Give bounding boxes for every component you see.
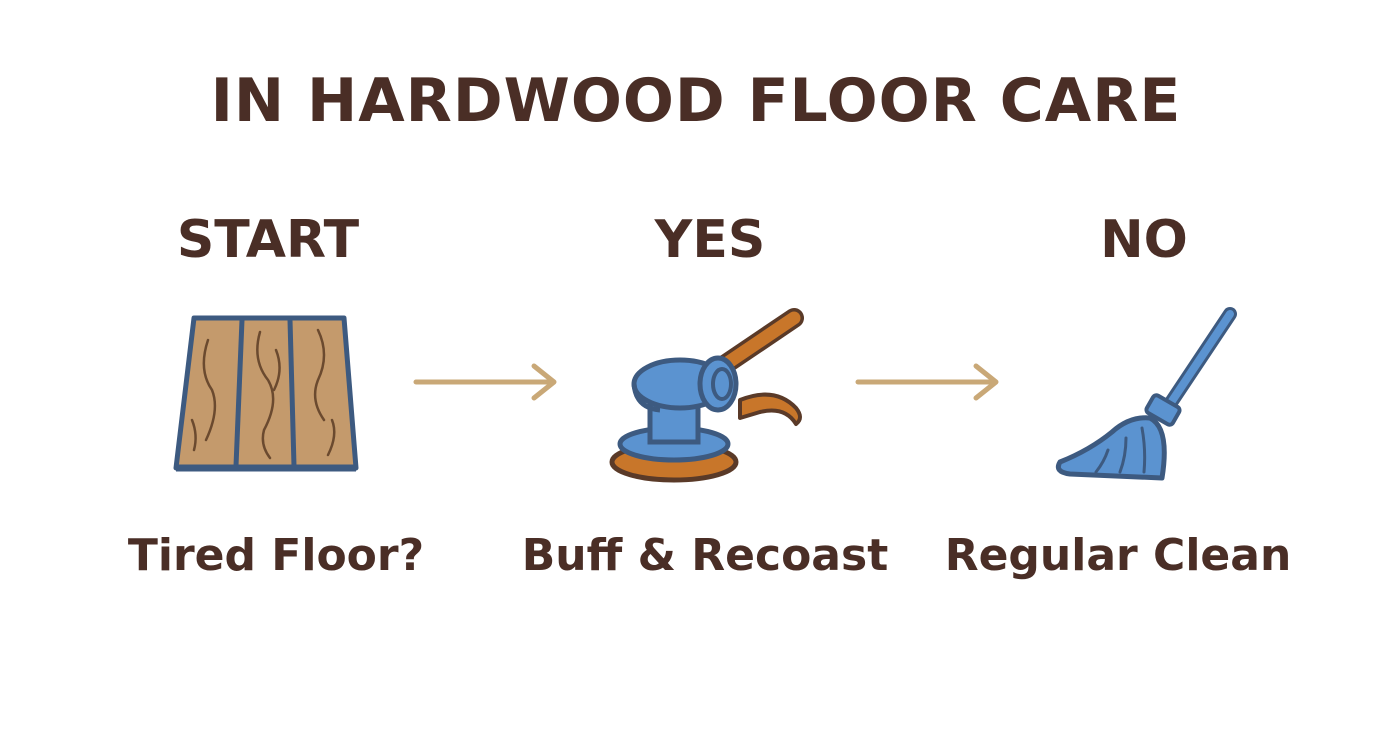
floor-buffer-icon [609,308,804,483]
mop-icon [1055,307,1237,481]
diagram-title: IN HARDWOOD FLOOR CARE [210,66,1182,136]
arrow-icon [855,363,999,401]
step-caption-buff-recoast: Buff & Recoast [521,530,889,581]
arrow-icon [413,363,557,401]
step-caption-regular-clean: Regular Clean [944,530,1292,581]
wood-floor-icon [173,315,359,472]
step-heading-yes: YES [654,210,766,270]
step-caption-tired-floor: Tired Floor? [127,530,425,581]
step-heading-start: START [176,210,360,270]
step-heading-no: NO [1100,210,1188,270]
